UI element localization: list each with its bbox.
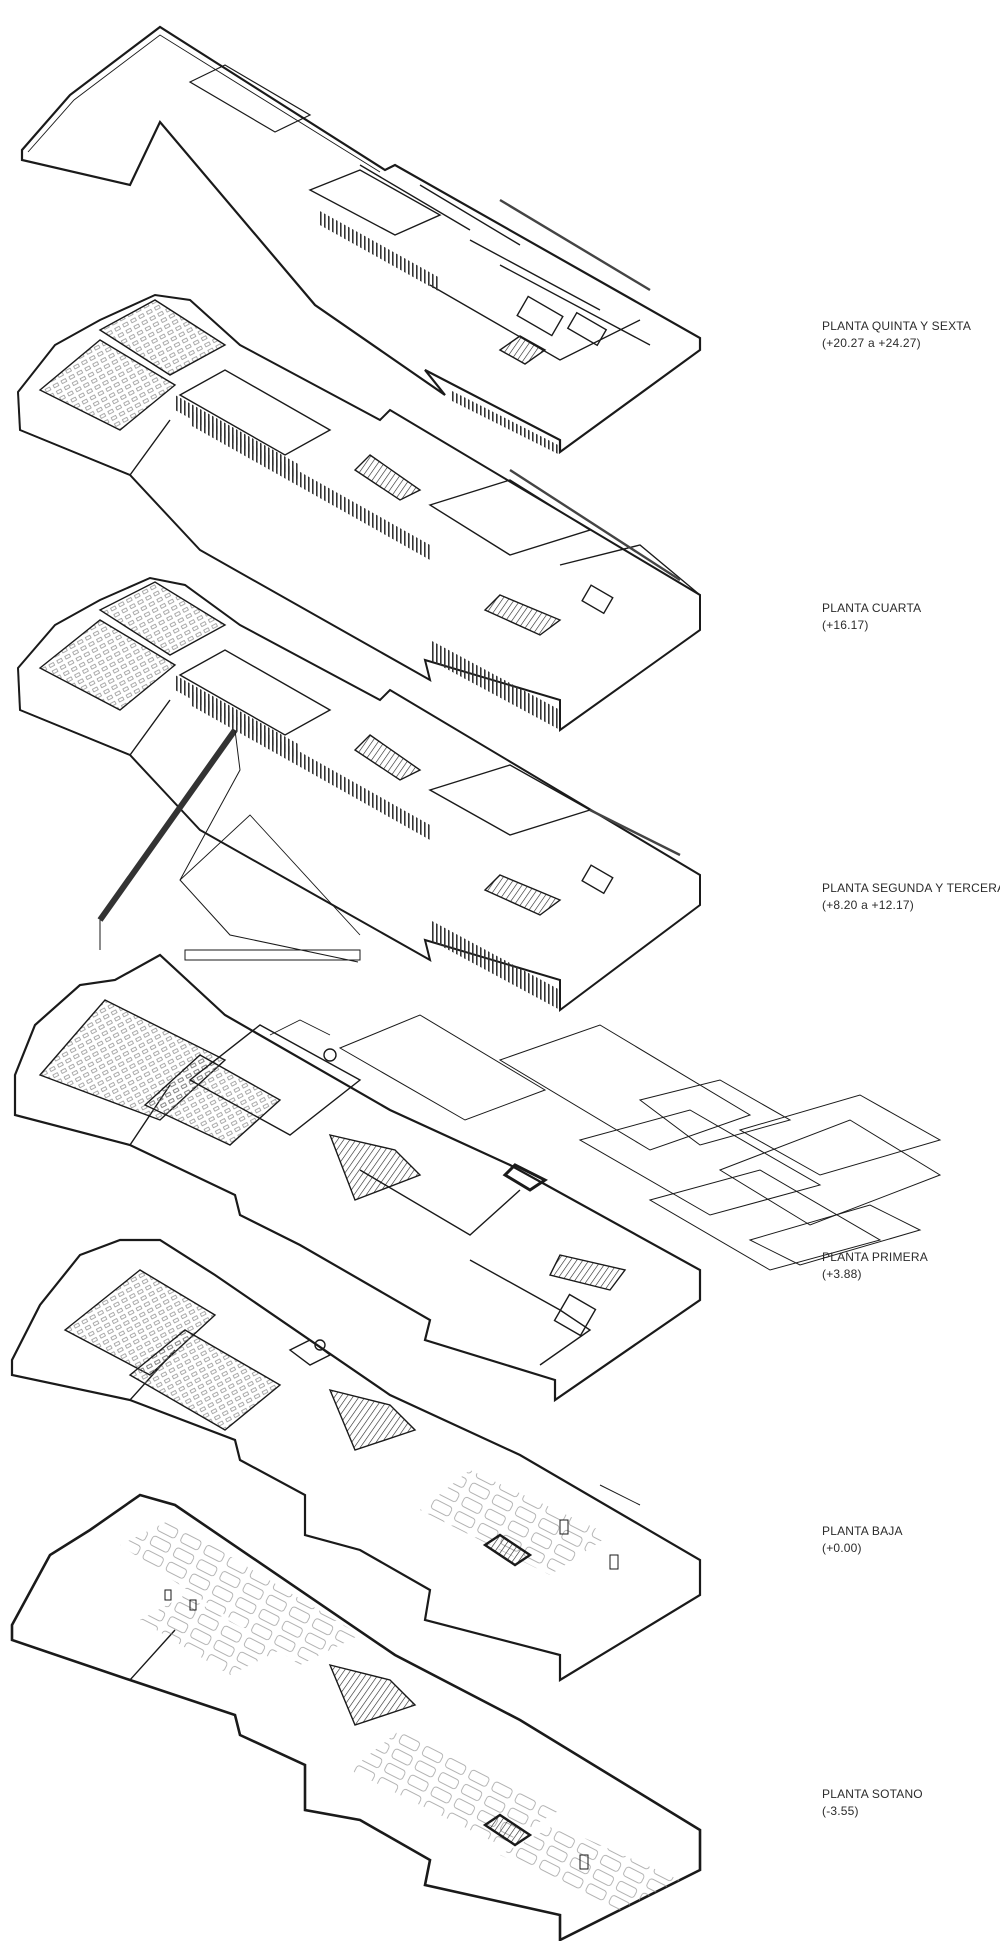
floor-level: (+0.00) <box>822 1541 862 1555</box>
floor-name: PLANTA BAJA <box>822 1524 903 1538</box>
floor-plan-quinta <box>20 25 702 455</box>
floor-name: PLANTA QUINTA Y SEXTA <box>822 319 972 333</box>
floor-plan-baja <box>10 1238 702 1682</box>
floor-level: (+16.17) <box>822 618 869 632</box>
floor-plan-segunda <box>16 576 701 1012</box>
floor-label-quinta: PLANTA QUINTA Y SEXTA (+20.27 a +24.27) <box>822 318 971 352</box>
floor-level: (-3.55) <box>822 1804 859 1818</box>
floor-label-baja: PLANTA BAJA (+0.00) <box>822 1523 903 1557</box>
floor-level: (+20.27 a +24.27) <box>822 336 921 350</box>
floor-level: (+8.20 a +12.17) <box>822 898 914 912</box>
floor-plan-sotano <box>10 1493 702 1941</box>
floor-label-segunda: PLANTA SEGUNDA Y TERCERA (+8.20 a +12.17… <box>822 880 1000 914</box>
floor-label-sotano: PLANTA SOTANO (-3.55) <box>822 1786 923 1820</box>
floor-name: PLANTA PRIMERA <box>822 1250 928 1264</box>
floor-plan-cuarta <box>16 293 701 732</box>
floor-label-cuarta: PLANTA CUARTA (+16.17) <box>822 600 921 634</box>
floor-name: PLANTA SOTANO <box>822 1787 923 1801</box>
floor-plan-primera <box>13 953 942 1403</box>
floor-name: PLANTA CUARTA <box>822 601 922 615</box>
floor-level: (+3.88) <box>822 1267 862 1281</box>
floor-name: PLANTA SEGUNDA Y TERCERA <box>822 881 1000 895</box>
floor-label-primera: PLANTA PRIMERA (+3.88) <box>822 1249 928 1283</box>
